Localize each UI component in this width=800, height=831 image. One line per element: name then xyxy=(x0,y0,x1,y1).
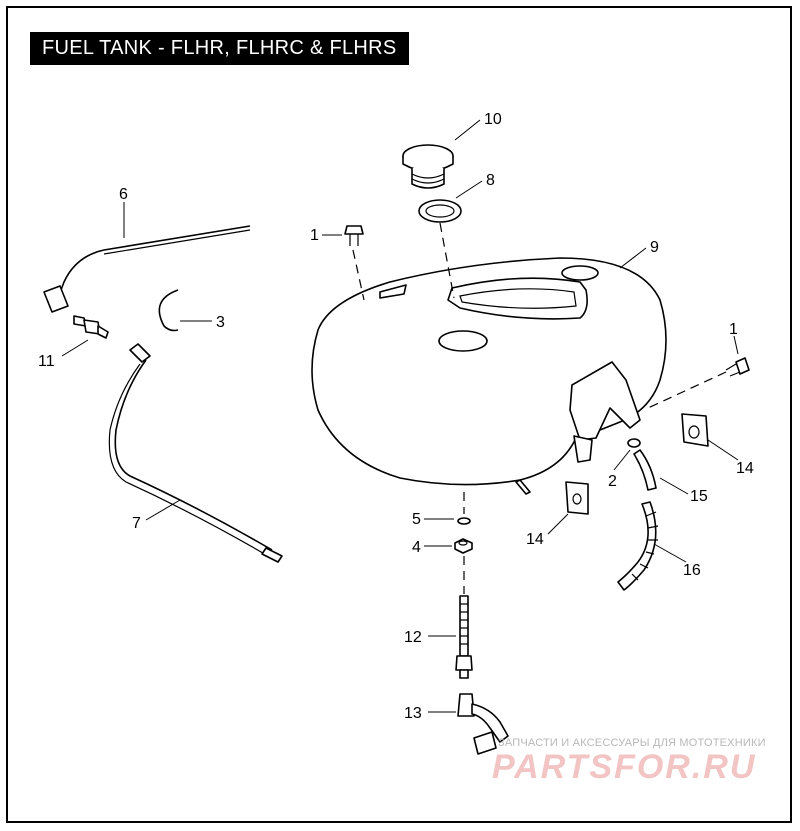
crossover-hose xyxy=(617,501,659,591)
callout-6: 6 xyxy=(119,186,128,203)
watermark-logo: PARTSFOR.RU xyxy=(492,748,757,786)
callout-15: 15 xyxy=(690,488,708,505)
callout-12: 12 xyxy=(404,629,422,646)
callout-11: 11 xyxy=(38,353,55,370)
assembly-line xyxy=(439,222,455,299)
callout-14-right: 14 xyxy=(736,460,754,477)
fuel-line xyxy=(108,343,283,563)
assembly-line xyxy=(352,249,365,301)
vent-tube xyxy=(43,225,251,313)
nut xyxy=(454,538,473,554)
page-title: FUEL TANK - FLHR, FLHRC & FLHRS xyxy=(30,32,409,65)
fuel-tank xyxy=(311,257,667,495)
vent-valve xyxy=(73,315,109,339)
mounting-bracket-right xyxy=(681,413,709,447)
filler-gasket xyxy=(418,199,462,223)
callout-13: 13 xyxy=(404,705,422,722)
callout-2: 2 xyxy=(608,473,617,490)
short-hose xyxy=(633,449,657,491)
callout-8: 8 xyxy=(486,172,495,189)
screw-left xyxy=(344,225,364,246)
screw-right xyxy=(725,357,750,377)
elbow-fitting xyxy=(457,693,509,755)
callout-5: 5 xyxy=(412,511,421,528)
mounting-bracket-left xyxy=(565,481,589,515)
callout-9: 9 xyxy=(650,239,659,256)
o-ring xyxy=(627,438,641,448)
callout-16: 16 xyxy=(683,562,701,579)
fuel-cap xyxy=(402,144,454,189)
fuel-valve xyxy=(455,595,473,679)
callout-1-right: 1 xyxy=(729,321,738,338)
callout-1-left: 1 xyxy=(310,227,319,244)
hose-clip xyxy=(158,289,179,332)
callout-14-left: 14 xyxy=(526,531,544,548)
callout-7: 7 xyxy=(132,515,141,532)
callout-3: 3 xyxy=(216,314,225,331)
callout-10: 10 xyxy=(484,111,502,128)
leader-lines xyxy=(61,119,739,713)
callout-4: 4 xyxy=(412,539,421,556)
washer xyxy=(457,517,471,525)
watermark-subtitle: ЗАПЧАСТИ И АКСЕССУАРЫ ДЛЯ МОТОТЕХНИКИ xyxy=(498,737,766,749)
